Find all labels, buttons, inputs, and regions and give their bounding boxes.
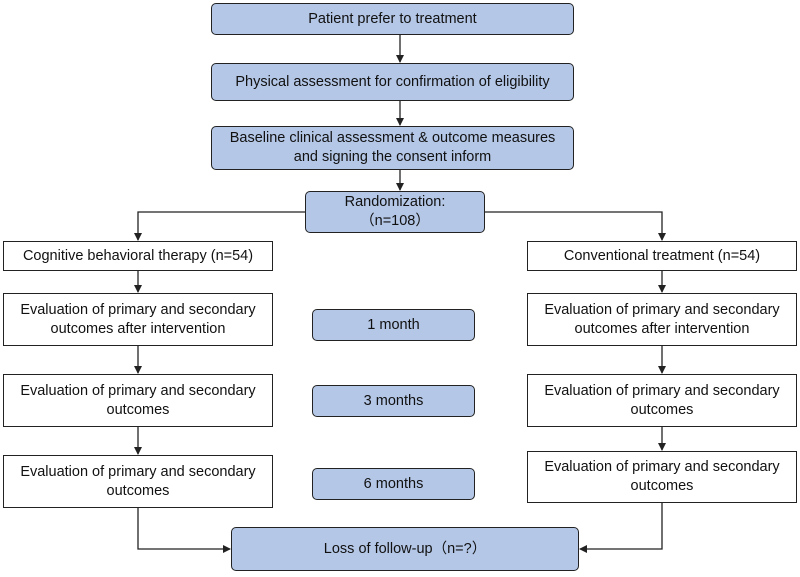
- conventional-evaluation-1-box: Evaluation of primary and secondary outc…: [527, 293, 797, 346]
- timepoint-1-month-box: 1 month: [312, 309, 475, 341]
- physical-assessment-box: Physical assessment for confirmation of …: [211, 63, 574, 101]
- patient-preference-box: Patient prefer to treatment: [211, 3, 574, 35]
- arrow-randomization-to-cbt: [134, 211, 305, 241]
- arrow-randomization-to-conventional: [485, 211, 666, 241]
- loss-of-follow-up-box: Loss of follow-up（n=?）: [231, 527, 579, 571]
- arrow-conv-eval6-to-loss: [579, 503, 663, 553]
- conventional-arm-box: Conventional treatment (n=54): [527, 241, 797, 271]
- cbt-arm-box: Cognitive behavioral therapy (n=54): [3, 241, 273, 271]
- cbt-evaluation-1-box: Evaluation of primary and secondary outc…: [3, 293, 273, 346]
- timepoint-6-months-box: 6 months: [312, 468, 475, 500]
- randomization-box: Randomization: （n=108）: [305, 191, 485, 233]
- baseline-assessment-box: Baseline clinical assessment & outcome m…: [211, 126, 574, 170]
- conventional-evaluation-3-box: Evaluation of primary and secondary outc…: [527, 374, 797, 427]
- conventional-evaluation-6-box: Evaluation of primary and secondary outc…: [527, 451, 797, 503]
- timepoint-3-months-box: 3 months: [312, 385, 475, 417]
- arrow-cbt-eval6-to-loss: [137, 508, 231, 553]
- cbt-evaluation-3-box: Evaluation of primary and secondary outc…: [3, 374, 273, 427]
- cbt-evaluation-6-box: Evaluation of primary and secondary outc…: [3, 455, 273, 508]
